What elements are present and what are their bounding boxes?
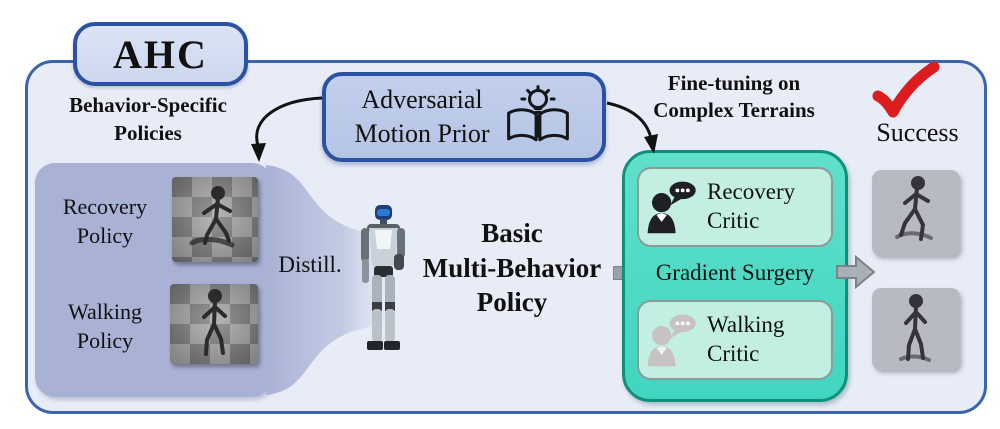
recovery-sim-robot bbox=[189, 186, 235, 248]
gray-block-arrow-right bbox=[836, 254, 876, 290]
distill-label: Distill. bbox=[278, 252, 342, 277]
recovery-critic-label: Recovery Critic bbox=[707, 179, 796, 233]
success-image-1 bbox=[872, 170, 960, 256]
ahc-title-label: AHC bbox=[113, 31, 208, 77]
adversarial-motion-prior-box: Adversarial Motion Prior bbox=[322, 72, 606, 162]
success-label: Success bbox=[876, 118, 959, 147]
open-book-lightbulb-icon bbox=[506, 85, 569, 142]
walking-policy-image bbox=[170, 284, 258, 364]
walking-policy-label: Walking Policy bbox=[68, 299, 142, 353]
ahc-title-badge: AHC bbox=[73, 22, 248, 86]
distill-funnel-shape bbox=[266, 165, 390, 395]
recovery-critic-box: Recovery Critic bbox=[637, 167, 833, 247]
red-checkmark-icon bbox=[872, 62, 940, 118]
success-robot-1 bbox=[895, 176, 933, 241]
success-image-2 bbox=[872, 288, 960, 370]
walking-critic-label: Walking Critic bbox=[707, 312, 785, 366]
gradient-surgery-label: Gradient Surgery bbox=[655, 260, 815, 285]
adversarial-motion-prior-label: Adversarial Motion Prior bbox=[354, 85, 490, 148]
walking-sim-robot bbox=[202, 289, 227, 356]
person-speech-bubble-light-icon bbox=[647, 314, 696, 367]
finetuning-heading: Fine-tuning on Complex Terrains bbox=[653, 71, 815, 123]
basic-policy-label: Basic Multi-Behavior Policy bbox=[422, 218, 602, 318]
humanoid-robot-figure bbox=[361, 205, 405, 350]
success-robot-2 bbox=[899, 294, 931, 362]
recovery-policy-image bbox=[172, 177, 258, 262]
walking-critic-box: Walking Critic bbox=[637, 300, 833, 380]
recovery-policy-label: Recovery Policy bbox=[62, 194, 148, 248]
behavior-policies-heading: Behavior-Specific Policies bbox=[69, 93, 227, 145]
person-speech-bubble-dark-icon bbox=[647, 181, 696, 234]
